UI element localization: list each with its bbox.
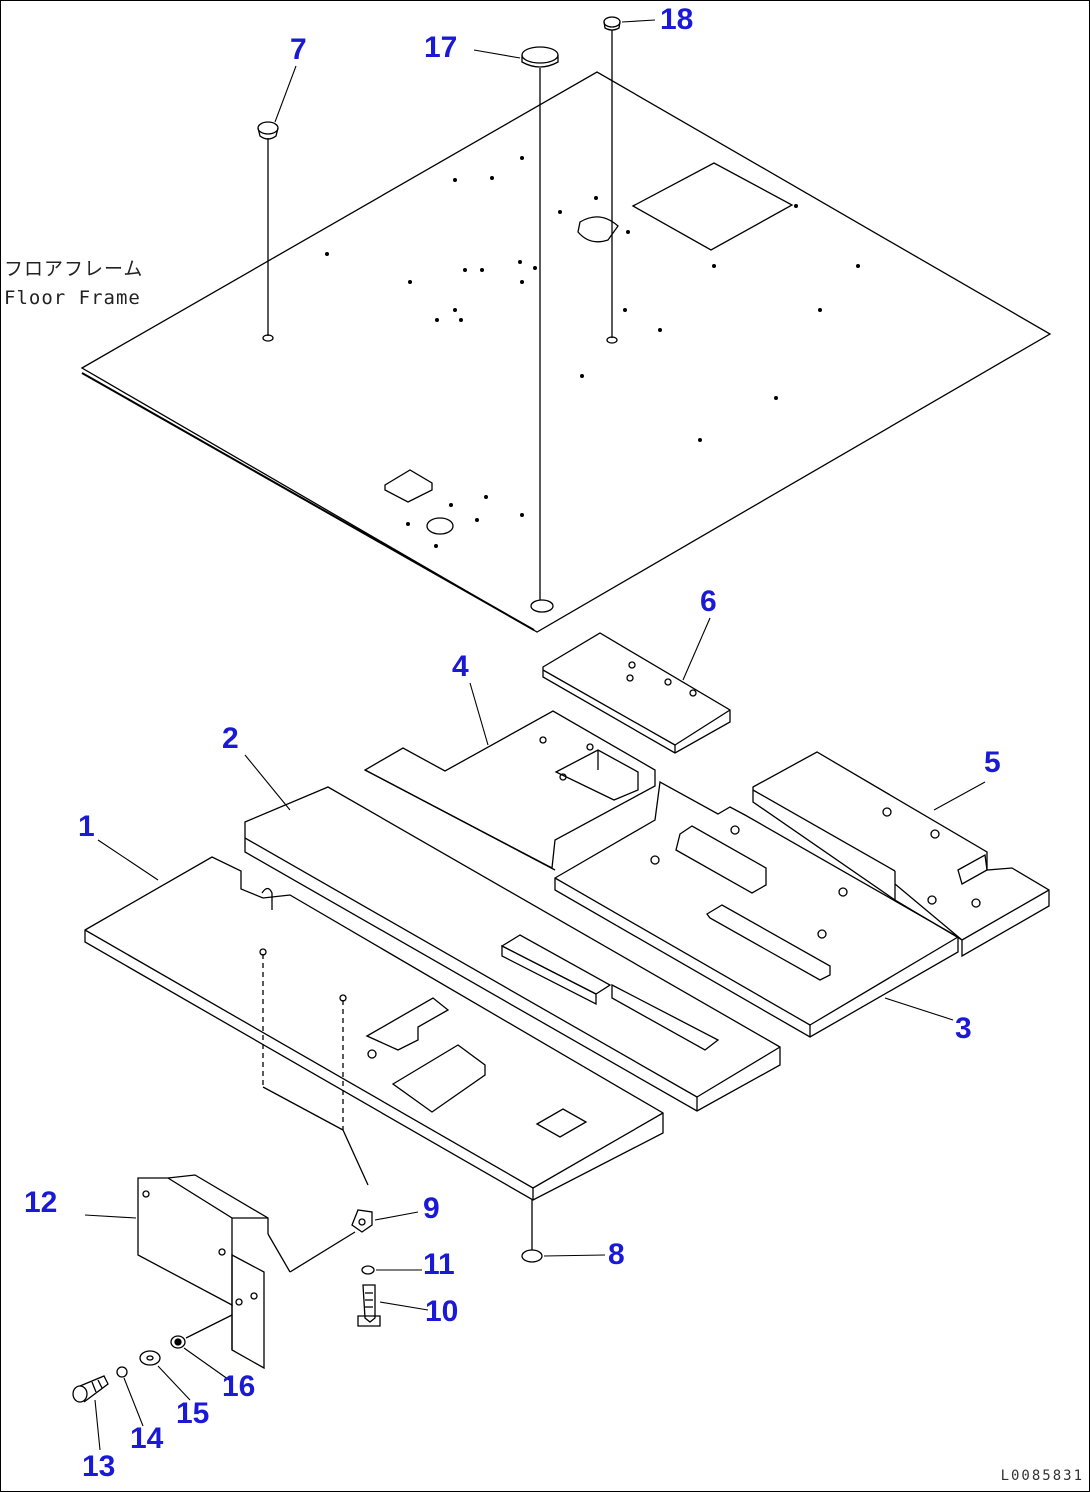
callout-6: 6 <box>700 585 717 618</box>
nut-16 <box>170 1314 233 1349</box>
floor-mat-5 <box>752 751 1050 958</box>
callout-14: 14 <box>130 1422 164 1455</box>
callout-16: 16 <box>222 1370 256 1403</box>
callout-12: 12 <box>24 1186 58 1219</box>
callout-17: 17 <box>424 31 458 64</box>
callout-7: 7 <box>290 33 307 66</box>
callout-11: 11 <box>423 1248 455 1281</box>
plug-7 <box>257 121 279 336</box>
washer-11 <box>361 1265 375 1275</box>
washer-15 <box>139 1350 161 1366</box>
leader-lines <box>84 19 986 1451</box>
grommet-8 <box>521 1200 543 1263</box>
washer-14 <box>116 1366 128 1378</box>
callout-10: 10 <box>425 1295 459 1328</box>
floor-frame-label-en: Floor Frame <box>4 287 141 309</box>
callout-8: 8 <box>608 1238 625 1271</box>
bolt-10 <box>357 1284 381 1327</box>
cover-12 <box>137 1174 356 1370</box>
callout-15: 15 <box>176 1397 210 1430</box>
callout-3: 3 <box>955 1012 972 1045</box>
floor-mat-4 <box>363 710 656 871</box>
floor-mat-1 <box>84 856 664 1201</box>
callout-13: 13 <box>82 1450 116 1483</box>
floor-mat-3 <box>554 780 959 1038</box>
callout-2: 2 <box>222 722 239 755</box>
floor-mat-2 <box>244 786 781 1112</box>
floor-frame-label-jp: フロアフレーム <box>4 258 144 280</box>
callout-9: 9 <box>423 1192 440 1225</box>
floor-frame <box>80 71 1052 633</box>
callout-18: 18 <box>660 3 694 36</box>
callout-4: 4 <box>452 650 469 683</box>
clip-9 <box>351 1209 373 1233</box>
callout-5: 5 <box>984 746 1001 779</box>
plug-18 <box>603 16 621 338</box>
drawing-code: L0085831 <box>1000 1468 1084 1484</box>
bolt-13 <box>72 1375 109 1403</box>
callout-1: 1 <box>78 810 95 843</box>
plug-17 <box>521 46 559 600</box>
floor-mat-6 <box>542 632 731 754</box>
